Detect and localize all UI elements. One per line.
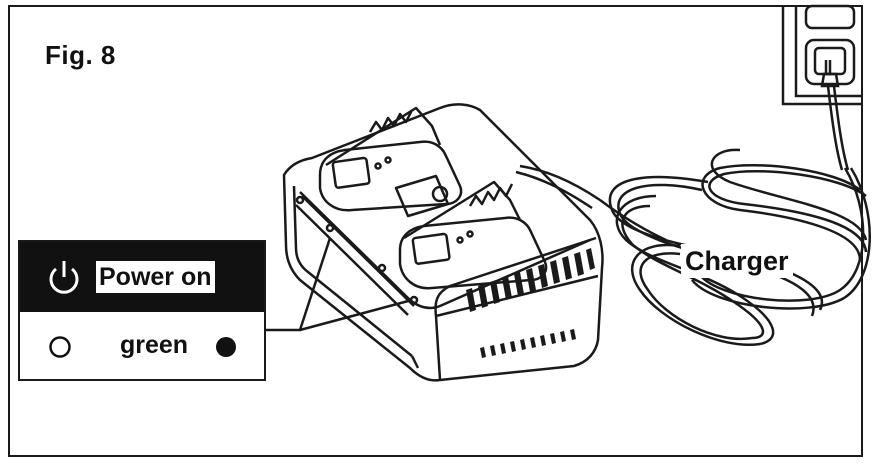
filled-dot-icon: [216, 337, 236, 357]
charger-body: [282, 103, 604, 382]
vent-slots: [466, 248, 595, 358]
legend-power-row: Power on: [20, 242, 264, 312]
wall-outlet: [781, 4, 862, 106]
figure-title: Fig. 8: [45, 40, 116, 70]
ring-icon: [49, 336, 71, 358]
power-cord: [515, 60, 872, 347]
indicator-leader-lines: [266, 237, 413, 332]
indicator-legend: Power on green: [18, 240, 266, 381]
charger-callout: Charger: [681, 244, 793, 278]
green-label: green: [120, 331, 189, 359]
legend-color-row: green: [20, 312, 264, 379]
power-on-label: Power on: [96, 261, 215, 293]
power-icon: [49, 261, 79, 294]
